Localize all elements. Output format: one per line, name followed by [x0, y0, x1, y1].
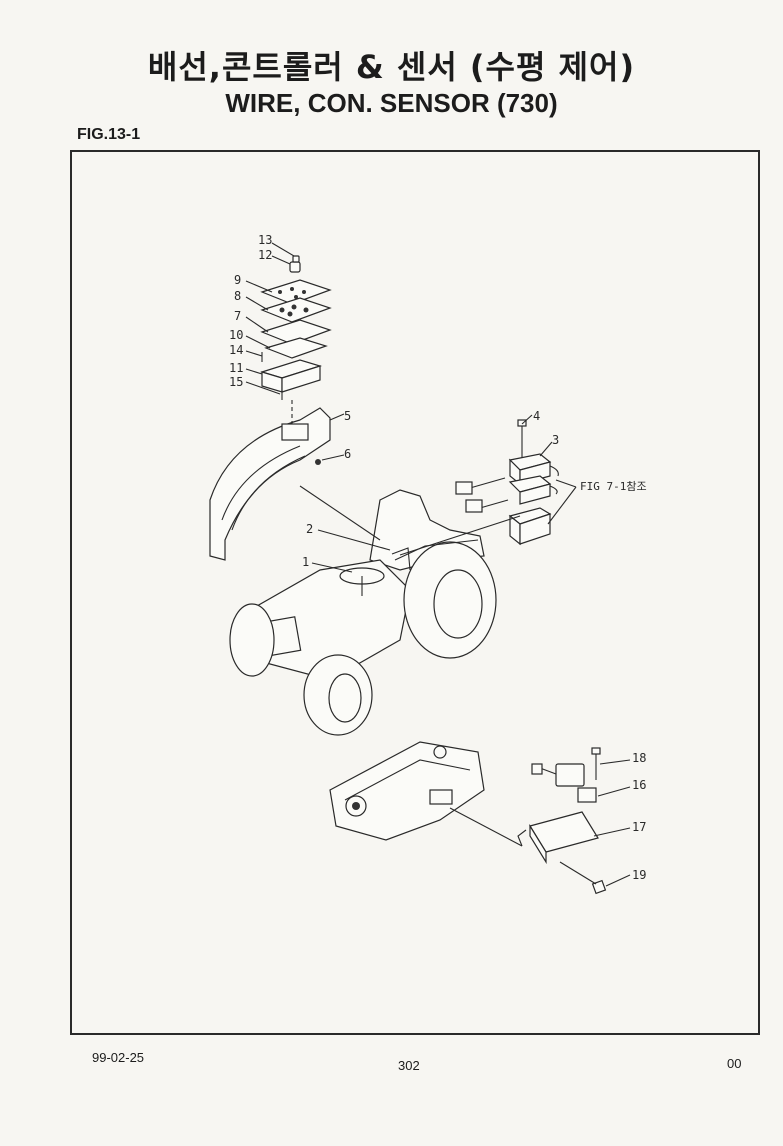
part-7-gasket: [260, 319, 332, 345]
bracket-mount-plate: [281, 423, 309, 441]
callout-1: 1: [302, 555, 309, 569]
callout-14: 14: [229, 343, 243, 357]
footer-date: 99-02-25: [92, 1050, 145, 1065]
callout-11: 11: [229, 361, 243, 375]
callout-18: 18: [632, 751, 646, 765]
page-title-korean: 배선,콘트롤러 & 센서 (수평 제어): [147, 48, 636, 86]
fender-bracket: [209, 400, 345, 561]
callout-17: 17: [632, 820, 646, 834]
callout-fig-7-1-reference: FIG 7-1참조: [580, 480, 647, 493]
part-6-nut: [315, 459, 321, 465]
tractor-body: [229, 485, 521, 736]
callout-6: 6: [344, 447, 351, 461]
callout-8: 8: [234, 289, 241, 303]
footer-revision: 00: [727, 1056, 742, 1071]
diagram-frame: [70, 150, 760, 1035]
callout-9: 9: [234, 273, 241, 287]
part-13-knob: [292, 255, 300, 263]
callout-12: 12: [258, 248, 272, 262]
callout-15: 15: [229, 375, 243, 389]
part-2-harness: [391, 547, 411, 571]
part-5-bracket: [209, 407, 331, 561]
transmission-housing: [329, 741, 485, 841]
callout-2: 2: [306, 522, 313, 536]
part-9-panel: [260, 279, 332, 305]
part-8-plate: [260, 297, 332, 323]
callout-3: 3: [552, 433, 559, 447]
switch-assembly: [455, 414, 577, 546]
transmission-assembly: [329, 741, 631, 895]
part-10-board: [264, 337, 328, 359]
part-11-housing-side: [281, 365, 321, 393]
part-16-sensor-head: [577, 787, 597, 803]
figure-label: FIG.13-1: [77, 126, 141, 143]
callout-19: 19: [632, 868, 646, 882]
part-16-sensor: [555, 763, 585, 787]
callout-13: 13: [258, 233, 272, 247]
callout-10: 10: [229, 328, 243, 342]
controller-stack: [245, 242, 332, 400]
callout-7: 7: [234, 309, 241, 323]
callout-5: 5: [344, 409, 351, 423]
callout-16: 16: [632, 778, 646, 792]
part-12-cap: [289, 261, 301, 273]
page-title-english: WIRE, CON. SENSOR (730): [225, 88, 558, 118]
footer-page-number: 302: [398, 1058, 420, 1073]
callout-4: 4: [533, 409, 540, 423]
front-wheel-left: [229, 603, 275, 677]
